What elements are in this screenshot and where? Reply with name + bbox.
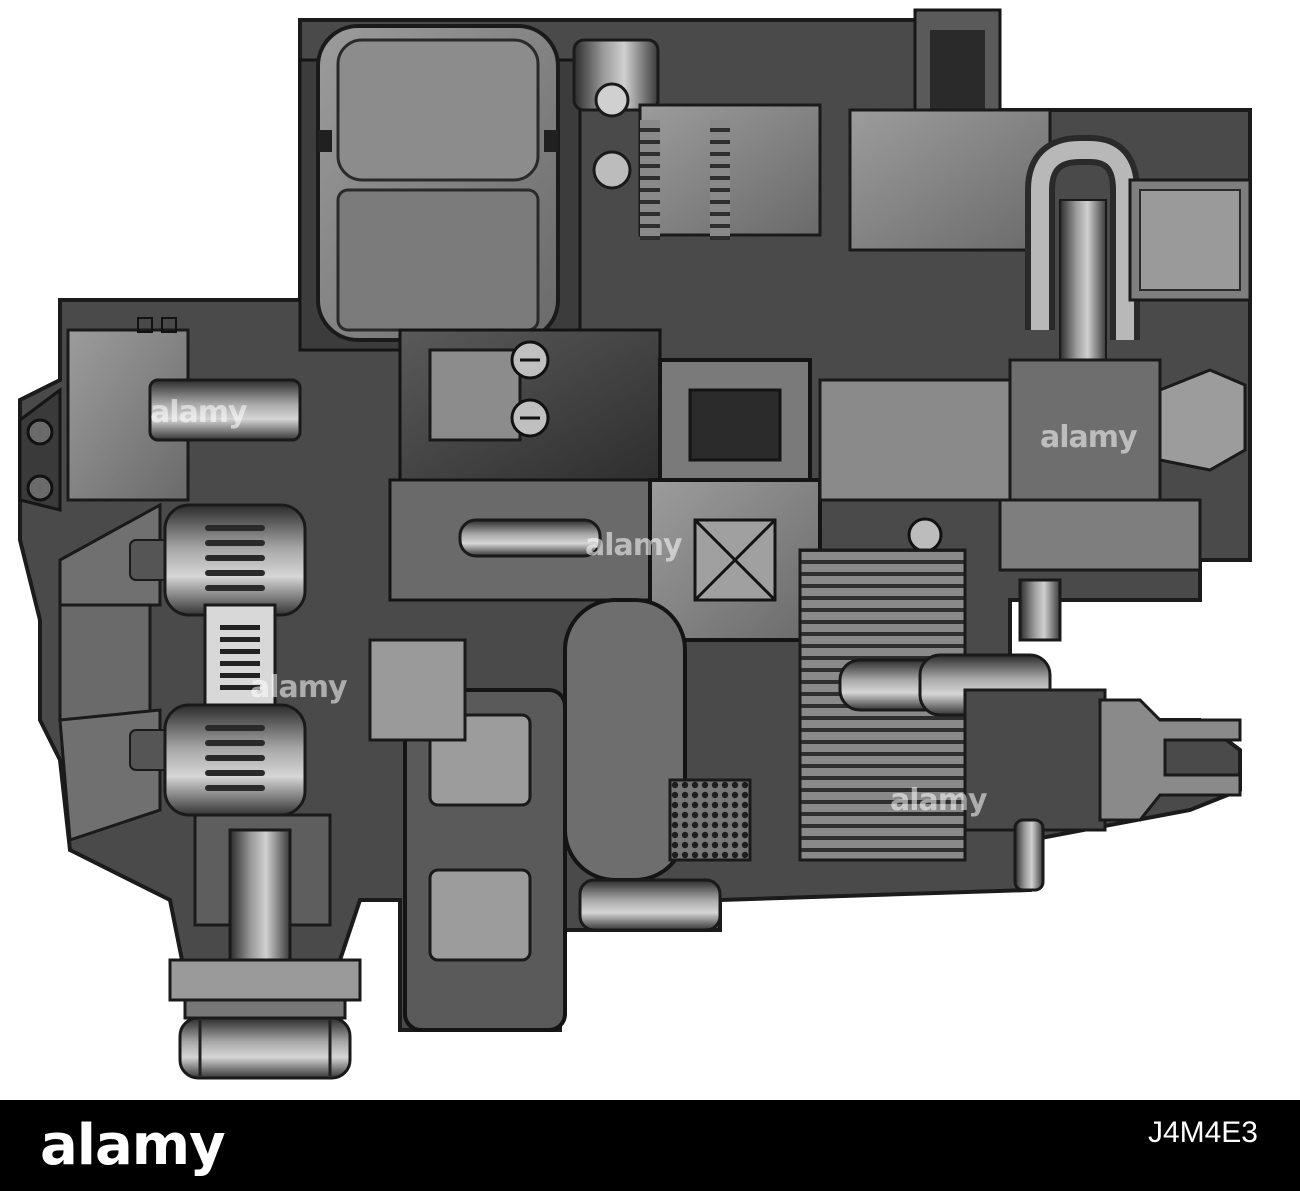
machine-illustration <box>18 8 1252 1080</box>
brand-logo: alamy <box>40 1113 226 1178</box>
left-nacelle <box>18 317 302 512</box>
center-panel <box>648 358 822 642</box>
finned-motors <box>58 502 307 843</box>
lower-assembly <box>368 598 752 1032</box>
watermark-banner: alamy J4M4E3 <box>0 1100 1300 1191</box>
upper-right-pipes <box>848 8 1252 361</box>
bottom-left-thruster <box>168 813 362 1080</box>
central-block <box>388 328 662 602</box>
top-tank <box>298 24 582 352</box>
right-engine <box>798 548 1242 892</box>
right-arm <box>818 358 1247 572</box>
image-id: J4M4E3 <box>1147 1116 1258 1149</box>
upper-cylinders <box>572 38 822 240</box>
